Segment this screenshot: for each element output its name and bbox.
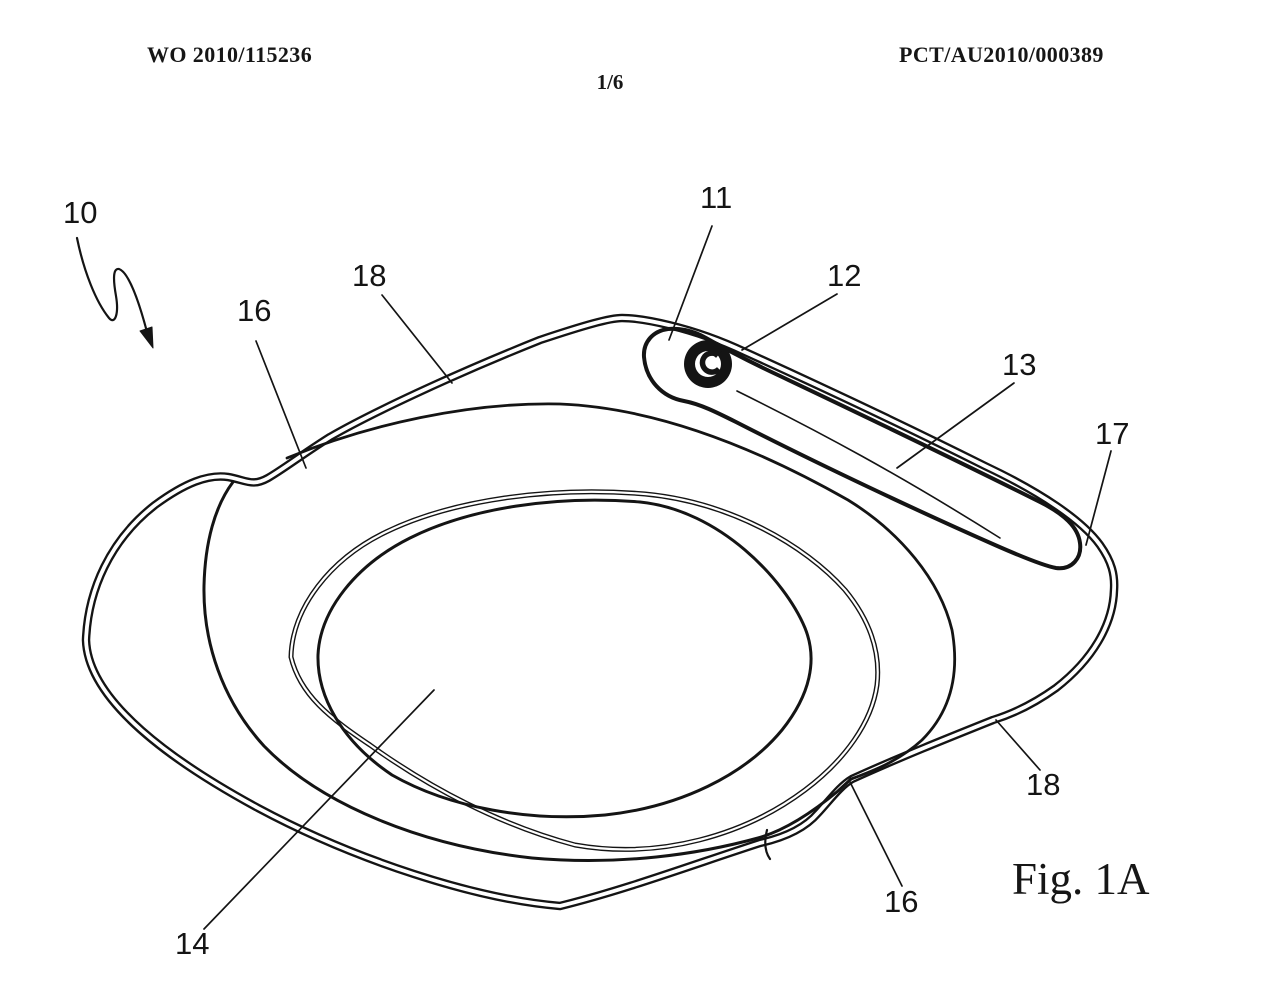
reference-arrow-10-icon — [75, 236, 154, 349]
application-number: PCT/AU2010/000389 — [899, 42, 1104, 67]
publication-number: WO 2010/115236 — [147, 42, 313, 67]
ref-label-13-3: 13 — [1002, 347, 1037, 382]
leader-line-12 — [741, 293, 838, 351]
ref-label-18-9: 18 — [1026, 767, 1061, 802]
figure-caption: Fig. 1A — [1012, 854, 1150, 904]
sheet-number: 1/6 — [596, 70, 624, 94]
ref-label-11-1: 11 — [700, 180, 733, 215]
ref-label-17-4: 17 — [1095, 416, 1130, 451]
ref-label-12-2: 12 — [827, 258, 862, 293]
leader-line-17 — [1085, 450, 1112, 546]
flat-surface-edge — [316, 498, 813, 819]
ref-label-16-6: 16 — [237, 293, 272, 328]
leader-line-14 — [203, 689, 435, 930]
ref-label-18-5: 18 — [352, 258, 387, 293]
leader-line-16-bottom — [848, 779, 903, 887]
pivot-ring — [684, 340, 732, 388]
ref-label-14-7: 14 — [175, 926, 210, 961]
leader-line-18-top — [381, 294, 453, 384]
leader-line-16-left — [255, 340, 307, 469]
grip-crease-line — [764, 828, 772, 861]
leader-line-13 — [896, 382, 1015, 469]
board-outer-edge — [81, 313, 1119, 911]
leader-line-18-right — [995, 719, 1041, 771]
ref-label-16-8: 16 — [884, 884, 919, 919]
depression-opening-edge — [288, 489, 881, 852]
ref-label-10-0: 10 — [63, 195, 98, 230]
leader-line-11 — [668, 225, 713, 341]
rim-inner-line — [202, 402, 957, 862]
slot-groove-line — [736, 390, 1001, 539]
sharpener-slot — [641, 326, 1083, 571]
leader-lines — [203, 225, 1112, 930]
